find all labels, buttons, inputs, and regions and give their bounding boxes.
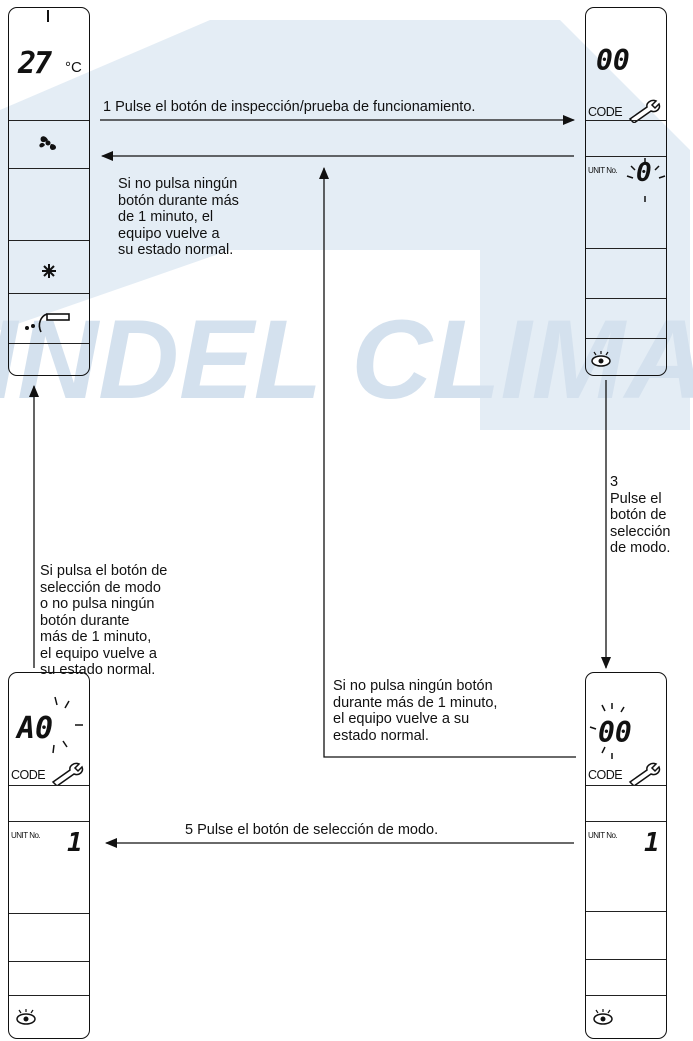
remote-display-mode: 00 CODE UNIT No. 1 — [585, 672, 667, 1039]
wrench-icon — [50, 762, 84, 791]
step5-label: 5 Pulse el botón de selección de modo. — [185, 822, 439, 838]
snowflake-icon — [41, 263, 57, 284]
blink-marks — [588, 701, 658, 768]
step3-label: 3 Pulse el botón de selección de modo. — [610, 474, 671, 556]
code-label: CODE — [588, 768, 623, 782]
wrench-icon — [627, 762, 661, 791]
code-digits: 00 — [596, 44, 630, 77]
step1-label: 1 Pulse el botón de inspección/prueba de… — [103, 99, 476, 115]
inspection-icon — [590, 351, 612, 372]
wrench-icon — [627, 99, 661, 128]
code-label: CODE — [11, 768, 46, 782]
blink-marks — [621, 156, 669, 209]
temperature-value: 27 — [18, 46, 52, 81]
note-timeout-mid: Si no pulsa ningún botón durante más de … — [333, 678, 498, 744]
remote-display-normal: 27 °C — [8, 7, 90, 376]
note-return-left: Si pulsa el botón de selección de modo o… — [40, 563, 168, 678]
inspection-icon — [592, 1009, 614, 1030]
unit-number-label: UNIT No. — [588, 831, 618, 840]
note-timeout-top: Si no pulsa ningún botón durante más de … — [118, 176, 239, 258]
remote-signal-icon — [23, 310, 77, 341]
unit-number-value: 1 — [644, 828, 660, 858]
unit-number-label: UNIT No. — [11, 831, 41, 840]
temperature-unit: °C — [65, 59, 82, 76]
code-label: CODE — [588, 105, 623, 119]
unit-number-label: UNIT No. — [588, 166, 618, 175]
code-digits: 00 — [598, 716, 632, 749]
unit-number-value: 0 — [636, 158, 652, 188]
remote-display-inspection: 00 CODE UNIT No. 0 — [585, 7, 667, 376]
code-digits: A0 — [17, 711, 54, 746]
indicator-mark — [47, 10, 49, 22]
arrow-timeout-mid — [319, 167, 576, 758]
fan-icon — [36, 132, 60, 159]
inspection-icon — [15, 1009, 37, 1030]
blink-marks — [27, 695, 89, 766]
remote-display-code: A0 CODE UNIT No. 1 — [8, 672, 90, 1039]
unit-number-value: 1 — [67, 828, 83, 858]
